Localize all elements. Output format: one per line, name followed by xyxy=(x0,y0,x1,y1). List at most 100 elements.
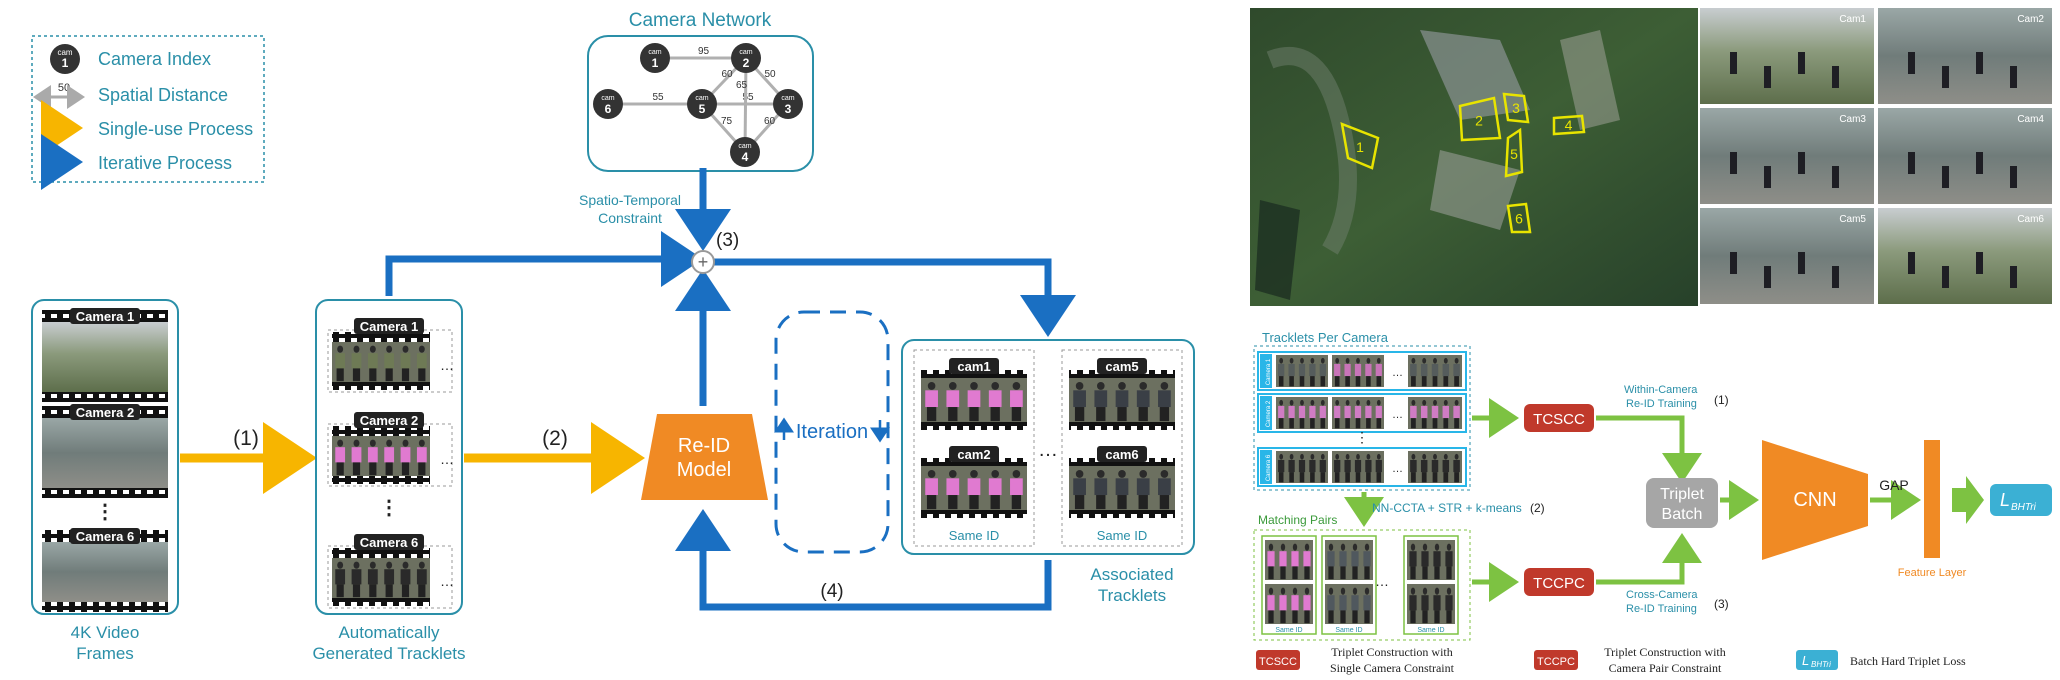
triplet-label-2: Batch xyxy=(1662,506,1703,523)
training-row-1-c-legs xyxy=(1432,376,1438,387)
tracklet-row-1: Camera 1… xyxy=(327,318,454,393)
training-row-6-a-legs xyxy=(1278,472,1284,483)
matching-pair-2-bottom-torso xyxy=(1351,595,1359,611)
training-row-6-c-legs xyxy=(1443,472,1449,483)
network-node-circle-1 xyxy=(640,43,670,73)
training-row-6: Camera 6… xyxy=(1257,447,1467,487)
training-row-1-c xyxy=(1408,355,1462,387)
training-row-frame-6 xyxy=(1257,447,1467,487)
feature-layer-bar xyxy=(1924,440,1940,558)
tracklet-ellipsis: … xyxy=(440,573,454,589)
matching-pair-1-bottom-head xyxy=(1304,587,1310,595)
stc-label-2: Constraint xyxy=(598,210,662,226)
feature-layer-label: Feature Layer xyxy=(1898,567,1967,579)
training-row-2-c-head xyxy=(1422,399,1427,406)
training-row-1-a-head xyxy=(1310,357,1315,364)
tracklet-row-1-people-torso xyxy=(400,353,411,369)
training-row-2-b-torso xyxy=(1365,405,1372,419)
training-row-1-a-legs xyxy=(1310,376,1315,387)
within-label-1: Within-Camera xyxy=(1624,384,1698,396)
bottom-tccpc-badge xyxy=(1534,650,1578,670)
associated-cam5-people-torso xyxy=(1136,390,1150,408)
training-row-6-a-legs xyxy=(1299,472,1305,483)
associated-cam1-people-legs xyxy=(1011,407,1022,422)
network-node-circle-2 xyxy=(731,43,761,73)
arrow-tccpc-to-triplet xyxy=(1596,533,1702,585)
tracklet-rows: Camera 1…Camera 2…Camera 6… xyxy=(327,318,454,609)
training-row-tag-6 xyxy=(1260,450,1272,484)
training-row-2-c-head xyxy=(1433,399,1437,406)
thumb-person xyxy=(1832,166,1839,188)
legend-spatial-distance: Spatial Distance xyxy=(98,85,228,105)
training-row-2-a-torso xyxy=(1319,405,1326,419)
tracklet-cam-label: Camera 2 xyxy=(360,413,419,428)
training-row-6-b-torso xyxy=(1344,459,1351,473)
training-row-1-c-head xyxy=(1422,357,1427,364)
triplet-batch-box xyxy=(1646,478,1718,528)
thumb-person xyxy=(1976,152,1983,174)
associated-cam6-people-legs xyxy=(1159,495,1170,510)
matching-pair-1-top-head xyxy=(1304,543,1310,551)
training-row-ellipsis: … xyxy=(1392,367,1403,379)
matching-pair-3-bottom-torso xyxy=(1421,595,1429,611)
tracklet-row-1-people xyxy=(332,342,430,382)
training-row-6-c-head xyxy=(1433,453,1437,460)
matching-pair-2-bottom-torso xyxy=(1363,595,1371,611)
camera-thumbnail-image-1 xyxy=(1700,8,1874,104)
network-distance-5-4: 75 xyxy=(721,116,733,127)
matching-pair-2-top-torso xyxy=(1363,551,1371,567)
legend-distance-sample: 50 xyxy=(58,82,70,94)
tracklet-cam-badge xyxy=(354,534,424,550)
training-row-1-c-torso xyxy=(1431,363,1439,377)
training-row-2-b-legs xyxy=(1345,418,1350,429)
tracklet-row-2-people-head xyxy=(402,439,409,447)
associated-cam6-people-head xyxy=(1075,469,1084,478)
matching-pair-3-bottom-head xyxy=(1410,587,1416,595)
matching-pair-2-top-head xyxy=(1328,543,1334,551)
training-row-2-b-head xyxy=(1366,399,1371,406)
camera-thumbnail-6: Cam6 xyxy=(1878,208,2052,304)
training-row-6-c xyxy=(1408,451,1462,483)
tracklets-caption-2: Generated Tracklets xyxy=(312,644,465,663)
matching-pairs-title: Matching Pairs xyxy=(1258,513,1337,527)
associated-cam2-people-head xyxy=(948,469,957,478)
training-row-frame-2 xyxy=(1257,393,1467,433)
camera-thumbnail-2: Cam2 xyxy=(1878,8,2052,104)
map-marker-num-2: 2 xyxy=(1475,113,1483,129)
thumb-person xyxy=(1908,52,1915,74)
matching-pair-frame-1 xyxy=(1261,535,1317,635)
training-row-1-a-torso xyxy=(1309,363,1316,377)
cam-icon-num-text: 1 xyxy=(62,56,69,70)
tracklet-row-3-people xyxy=(332,558,430,598)
training-row-6-c-head xyxy=(1443,453,1448,460)
matching-pair-3-top-legs xyxy=(1446,566,1452,580)
thumb-person xyxy=(1832,66,1839,88)
training-row-2-a-head xyxy=(1300,399,1304,406)
bottom-tccpc-badge-label: TCCPC xyxy=(1537,656,1575,668)
matching-pairs-frame xyxy=(1253,529,1471,641)
training-row-6-a-legs xyxy=(1289,472,1294,483)
matching-pair-1-top-torso xyxy=(1267,551,1275,567)
tracklet-row-1-people-legs xyxy=(385,368,393,382)
associated-cam1-people-head xyxy=(927,381,936,390)
thumb-person xyxy=(1976,52,1983,74)
cross-label-2: Re-ID Training xyxy=(1626,603,1697,615)
training-row-1-c-head xyxy=(1443,357,1448,364)
network-node-circle-6 xyxy=(593,89,623,119)
camera-thumbnail-image-6 xyxy=(1878,208,2052,304)
tracklet-row-2-people-head xyxy=(418,439,425,447)
training-row-1-c-legs xyxy=(1443,376,1449,387)
training-row-1-b-head xyxy=(1356,357,1360,364)
training-row-6-b-legs xyxy=(1345,472,1350,483)
associated-cam6-people-head xyxy=(1160,469,1169,478)
tracklet-row-2-people-torso xyxy=(367,447,378,463)
tracklet-row-3-people-legs xyxy=(401,584,410,598)
thumb-person xyxy=(1908,252,1915,274)
training-row-2-c-head xyxy=(1411,399,1416,406)
tccpc-label: TCCPC xyxy=(1533,575,1585,592)
matching-pair-2-top-torso xyxy=(1327,551,1335,567)
training-row-2-c xyxy=(1408,397,1462,429)
